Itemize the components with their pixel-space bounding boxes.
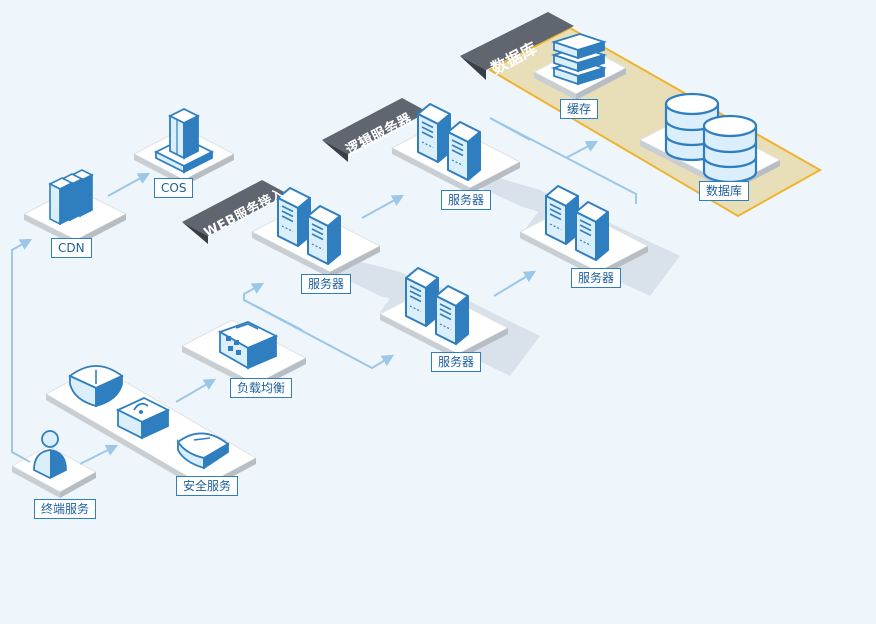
- arrow-web2-to-logic2: [493, 270, 537, 297]
- cdn-icon: [48, 169, 94, 226]
- node-label-load-balancer: 负载均衡: [230, 378, 293, 398]
- connectors: [11, 117, 637, 465]
- cos-icon: [153, 107, 215, 174]
- zone-tags: [182, 12, 574, 244]
- node-label-cdn: CDN: [51, 238, 92, 258]
- arrow-security-to-lb: [175, 378, 217, 403]
- node-label-cos: COS: [154, 178, 194, 198]
- arrow-web1-to-logic1: [361, 194, 405, 219]
- tag-logic: [322, 98, 428, 154]
- load-balancer-icon: [217, 321, 279, 370]
- terminal-user-icon: [33, 430, 67, 480]
- node-label-cache: 缓存: [560, 99, 599, 119]
- arrow-logic-to-db: [489, 117, 637, 204]
- arrow-lb-to-web1: [243, 282, 303, 331]
- arrow-lb-to-web2: [243, 299, 395, 370]
- cache-icon: [551, 33, 607, 86]
- security-shield-icon: [68, 365, 124, 408]
- arrow-terminal-to-security: [79, 444, 119, 465]
- node-label-web-server-2: 服务器: [431, 352, 482, 372]
- node-label-security: 安全服务: [176, 476, 239, 496]
- security-badge-icon: [176, 432, 230, 470]
- node-label-web-server-1: 服务器: [301, 274, 352, 294]
- arrow-terminal-to-cdn: [11, 238, 33, 463]
- node-label-logic-server-1: 服务器: [441, 190, 492, 210]
- security-lock-icon: [115, 397, 171, 440]
- node-label-database: 数据库: [699, 181, 750, 201]
- tag-web: [182, 180, 288, 236]
- arrow-logic-up: [565, 140, 599, 159]
- tag-database: [460, 12, 574, 70]
- node-label-terminal: 终端服务: [34, 499, 97, 519]
- node-label-logic-server-2: 服务器: [571, 268, 622, 288]
- arrow-cdn-to-cos: [107, 172, 151, 197]
